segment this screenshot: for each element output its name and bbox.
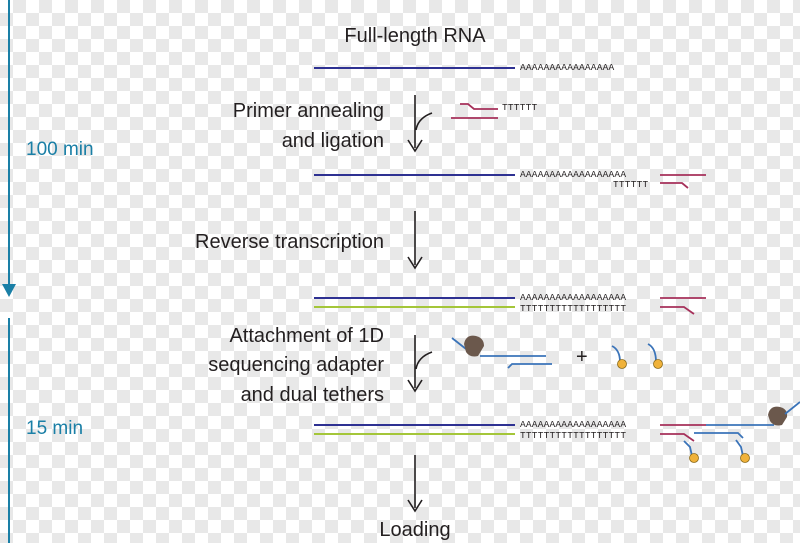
- polyA-tail-3: AAAAAAAAAAAAAAAAAA: [520, 292, 627, 303]
- step2-arrow: [407, 211, 423, 270]
- plus-sign: +: [576, 346, 588, 368]
- motor-protein-icon: [768, 406, 788, 426]
- primer-polyT: TTTTTT: [502, 102, 538, 113]
- timeline: [2, 0, 16, 543]
- duplex-strand-3: [314, 297, 706, 315]
- motor-protein-icon: [464, 335, 484, 357]
- step1-arrow: [407, 95, 433, 153]
- timeline-label-15min: 15 min: [26, 418, 84, 439]
- polyA-tail-4: AAAAAAAAAAAAAAAAAA: [520, 419, 627, 430]
- polyT-primer-2: TTTTTT: [613, 179, 649, 190]
- step3-label-line1: Attachment of 1D: [229, 325, 384, 347]
- polyA-tail-1: AAAAAAAAAAAAAAAA: [520, 62, 615, 73]
- primer-icon: [451, 103, 498, 119]
- step4-arrow: [407, 455, 423, 513]
- step2-label: Reverse transcription: [195, 231, 384, 253]
- step1-label-line2: and ligation: [281, 130, 384, 152]
- tether-icon-2: [647, 343, 663, 369]
- final-construct: [314, 401, 800, 463]
- polyA-tail-2: AAAAAAAAAAAAAAAAAA: [520, 169, 627, 180]
- adapter-icon: [451, 335, 552, 369]
- tether-icon-1: [611, 345, 627, 369]
- rna-strand-2: [314, 174, 706, 189]
- title-full-length-rna: Full-length RNA: [344, 25, 486, 47]
- step4-label-loading: Loading: [379, 519, 451, 541]
- step3-label-line2: sequencing adapter: [208, 354, 384, 376]
- step1-label-line1: Primer annealing: [232, 100, 384, 122]
- timeline-label-100min: 100 min: [26, 139, 94, 160]
- polyT-cdna-4: TTTTTTTTTTTTTTTTTT: [520, 430, 627, 441]
- step3-label-line3: and dual tethers: [240, 384, 384, 406]
- polyT-cdna-3: TTTTTTTTTTTTTTTTTT: [520, 303, 627, 314]
- timeline-arrowhead-1: [2, 284, 16, 297]
- step3-arrow: [407, 335, 433, 393]
